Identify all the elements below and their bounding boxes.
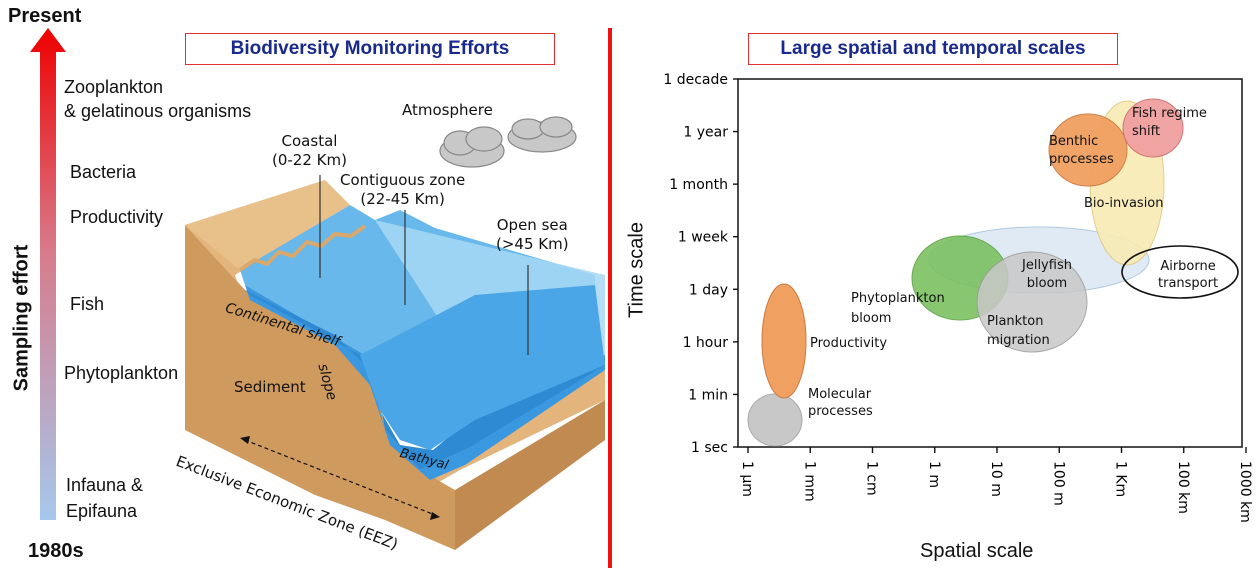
right-panel-title: Large spatial and temporal scales xyxy=(748,33,1118,65)
y-tick-label: 1 month xyxy=(669,177,728,193)
x-axis-label: Spatial scale xyxy=(920,540,1034,562)
ellipse-molecular-processes xyxy=(747,393,803,447)
x-tick-label: 1 mm xyxy=(801,461,817,502)
zone-atmosphere: Atmosphere xyxy=(402,101,493,119)
y-tick-label: 1 hour xyxy=(683,335,729,351)
label-phytoplankton-bloom: Phytoplankton bloom xyxy=(851,291,945,326)
label-molecular-processes: Molecular processes xyxy=(808,387,873,419)
y-tick-label: 1 day xyxy=(689,282,728,298)
axis-bottom-label: 1980s xyxy=(28,540,84,562)
label-plankton-migration: Plankton migration xyxy=(987,314,1050,348)
level-bacteria: Bacteria xyxy=(70,162,137,182)
level-zooplankton: Zooplankton & gelatinous organisms xyxy=(64,77,252,121)
axis-top-label: Present xyxy=(8,5,82,27)
left-panel-title: Biodiversity Monitoring Efforts xyxy=(185,33,555,65)
label-bio-invasion: Bio-invasion xyxy=(1084,196,1164,211)
x-tick-label: 1 Km xyxy=(1113,461,1129,497)
zone-coastal: Coastal (0-22 Km) xyxy=(272,132,347,169)
x-tick-label: 1 m xyxy=(926,461,942,488)
panel-divider xyxy=(608,28,612,568)
sampling-effort-arrow xyxy=(30,28,66,520)
level-infauna-epifauna: Infauna & Epifauna xyxy=(66,475,144,521)
label-benthic-processes: Benthic processes xyxy=(1049,134,1114,167)
label-fish-regime-shift: Fish regime shift xyxy=(1132,106,1207,139)
ellipse-plankton-migration xyxy=(976,251,1088,353)
plot-frame xyxy=(737,78,1243,448)
label-jellyfish-bloom: Jellyfish bloom xyxy=(1022,258,1072,291)
zone-contiguous: Contiguous zone (22-45 Km) xyxy=(340,171,466,208)
zone-open-sea: Open sea (>45 Km) xyxy=(496,216,569,253)
label-productivity: Productivity xyxy=(810,336,888,351)
ellipse-benthic-processes xyxy=(1048,113,1128,187)
x-tick-label: 100 m xyxy=(1050,461,1066,506)
x-tick-label: 100 km xyxy=(1175,461,1191,514)
x-tick-label: 1000 km xyxy=(1237,461,1253,523)
ellipse-fish-regime-shift xyxy=(1122,98,1184,158)
zone-sediment: Sediment xyxy=(234,378,306,396)
x-tick-label: 1 cm xyxy=(864,461,880,496)
zone-leader-lines xyxy=(240,175,529,520)
cloud-icon xyxy=(439,116,577,168)
label-airborne-transport: Airborne transport xyxy=(1158,259,1219,291)
y-tick-label: 1 decade xyxy=(663,72,728,88)
ellipse-productivity xyxy=(761,283,807,399)
y-tick-label: 1 week xyxy=(678,230,729,246)
x-tick-label: 1 µm xyxy=(739,461,755,497)
x-tick-label: 10 m xyxy=(988,461,1004,497)
y-tick-label: 1 sec xyxy=(691,440,728,456)
ocean-block-diagram xyxy=(185,180,605,550)
ellipse-airborne-transport xyxy=(1121,245,1239,299)
level-phytoplankton: Phytoplankton xyxy=(64,363,179,383)
level-fish: Fish xyxy=(70,294,105,314)
y-tick-label: 1 year xyxy=(683,125,728,141)
level-productivity: Productivity xyxy=(70,207,164,227)
y-tick-label: 1 min xyxy=(688,387,728,403)
